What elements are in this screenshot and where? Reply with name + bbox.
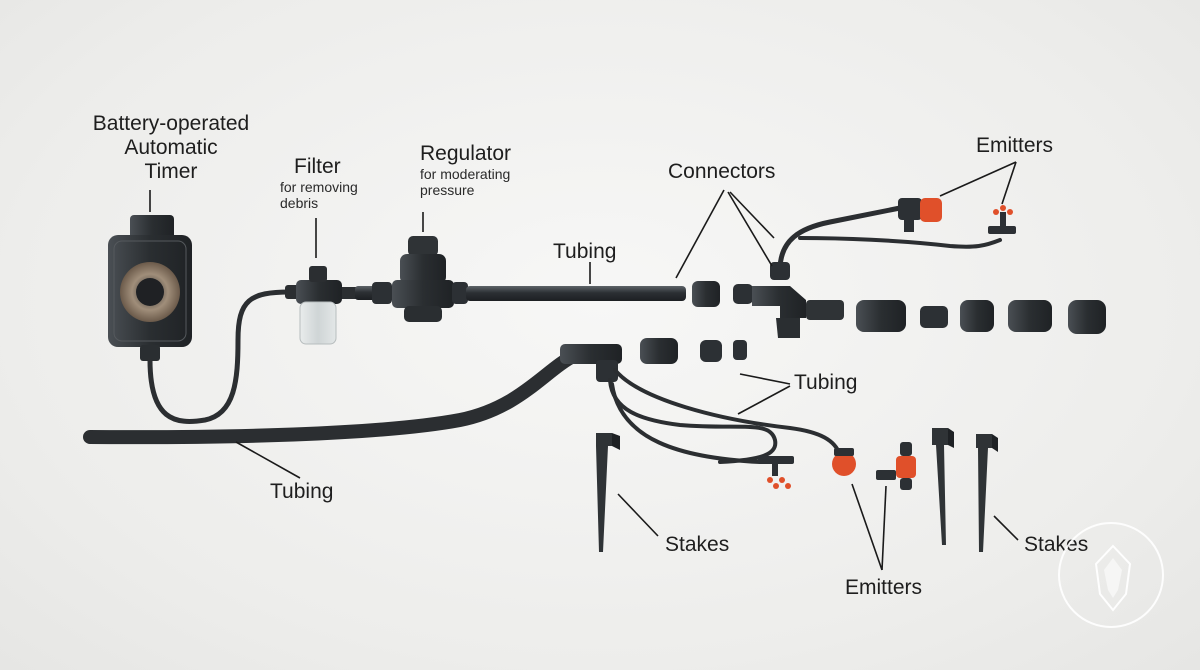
leader-stakes-left — [617, 493, 659, 537]
label-regulator-desc-1: for moderating — [420, 166, 511, 183]
connectors-row — [692, 281, 1106, 338]
leader-lines — [149, 161, 1019, 571]
leader-connector-1 — [675, 189, 725, 279]
label-connectors: Connectors — [668, 160, 776, 183]
label-timer-line-1: Battery-operated — [92, 112, 250, 135]
shield-emblem-icon — [1094, 544, 1132, 612]
pressure-regulator — [392, 236, 454, 322]
main-tubing — [466, 286, 686, 301]
label-regulator-title: Regulator — [420, 142, 512, 165]
leader-emitter-bottom-1 — [851, 483, 883, 571]
label-regulator-desc-2: pressure — [420, 182, 475, 199]
label-filter-title: Filter — [294, 155, 341, 178]
coupling-2 — [452, 282, 468, 304]
label-tubing-left: Tubing — [270, 480, 334, 503]
stake-left — [596, 433, 620, 552]
leader-emitter-bottom-2 — [881, 485, 887, 571]
leader-emitter-top-2 — [1001, 161, 1017, 205]
label-stakes-left: Stakes — [665, 533, 730, 556]
coupling-1 — [372, 282, 392, 304]
label-filter: Filter for removing debris — [280, 155, 358, 211]
label-emitters-top: Emitters — [976, 134, 1054, 157]
label-timer-line-2: Automatic — [124, 136, 218, 160]
leader-stakes-right — [993, 515, 1019, 541]
watermark-emblem — [1058, 522, 1164, 628]
automatic-timer — [108, 215, 192, 361]
small-fittings — [640, 338, 747, 364]
emitter-branch-top — [770, 198, 1016, 280]
label-timer: Battery-operated Automatic Timer — [88, 112, 254, 184]
leader-tubing-left — [235, 441, 301, 479]
tee-fitting — [560, 344, 622, 382]
label-tubing-mid: Tubing — [553, 240, 617, 263]
label-filter-desc-1: for removing — [280, 179, 358, 196]
hose-timer-to-filter — [147, 289, 293, 424]
leader-tubing-right-2 — [737, 385, 791, 415]
leader-connector-3 — [729, 191, 775, 239]
stake-right-1 — [932, 428, 954, 545]
lower-tubing — [83, 348, 582, 445]
stake-right-2 — [976, 434, 998, 552]
emitter-branch-bottom — [608, 368, 916, 490]
label-timer-line-3: Timer — [144, 160, 198, 184]
label-regulator: Regulator for moderating pressure — [420, 142, 511, 198]
label-filter-desc-2: debris — [280, 195, 319, 212]
leader-emitter-top-1 — [939, 161, 1017, 197]
label-emitters-bottom: Emitters — [845, 576, 923, 599]
label-tubing-right: Tubing — [794, 371, 858, 394]
leader-connector-2 — [727, 191, 773, 267]
leader-tubing-right-1 — [739, 373, 791, 385]
filter — [285, 266, 356, 345]
